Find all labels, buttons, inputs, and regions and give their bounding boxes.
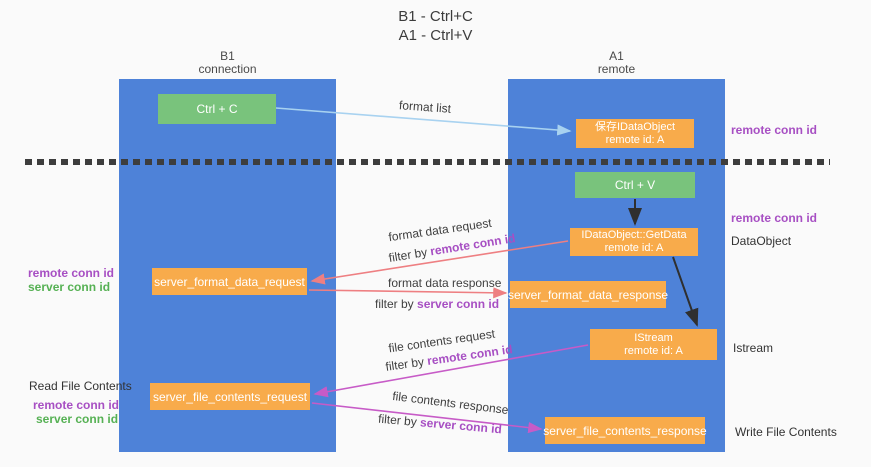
node-server-file-contents-request: server_file_contents_request: [150, 383, 310, 410]
diagram-title: B1 - Ctrl+C A1 - Ctrl+V: [0, 7, 871, 45]
node-ctrl-c-label: Ctrl + C: [196, 102, 238, 116]
node-ctrl-v: Ctrl + V: [575, 172, 695, 198]
node-ctrl-v-label: Ctrl + V: [614, 178, 656, 192]
node-server-format-data-request: server_format_data_request: [152, 268, 307, 295]
filter-by-text: filter by: [377, 411, 421, 430]
dashed-divider: [25, 159, 830, 165]
title-line-2: A1 - Ctrl+V: [398, 27, 473, 44]
label-format-response-filter: filter by server conn id: [375, 297, 499, 311]
label-file-remote-conn-id: remote conn id: [33, 398, 120, 412]
lane-a1-name: A1: [609, 49, 624, 63]
node-save-idataobject: 保存IDataObject remote id: A: [576, 119, 694, 148]
node-format-response-label: server_format_data_response: [507, 287, 669, 302]
node-ctrl-c: Ctrl + C: [158, 94, 276, 124]
label-istream: Istream: [733, 341, 774, 355]
filter-server-conn-id: server conn id: [419, 415, 503, 437]
filter-by-text: filter by: [384, 354, 429, 374]
node-server-file-contents-response: server_file_contents_response: [543, 417, 707, 444]
filter-by-text: filter by: [387, 244, 432, 265]
label-dataobject: DataObject: [731, 234, 792, 248]
label-format-server-conn-id: server conn id: [28, 280, 111, 294]
arrow-format-data-response: [308, 287, 508, 299]
label-file-response-filter: filter by server conn id: [378, 412, 503, 437]
lane-b1-role: connection: [198, 62, 257, 76]
node-server-format-data-response: server_format_data_response: [507, 281, 669, 308]
label-remote-conn-id-copy: remote conn id: [731, 123, 818, 137]
label-write-file-contents: Write File Contents: [735, 425, 837, 439]
label-format-data-response: format data response: [388, 276, 502, 290]
node-idataobject-getdata: IDataObject::GetData remote id: A: [570, 228, 698, 256]
node-file-request-label: server_file_contents_request: [152, 389, 308, 404]
label-file-server-conn-id: server conn id: [36, 412, 119, 426]
filter-by-text: filter by: [375, 297, 418, 311]
node-istream-line2: remote id: A: [624, 344, 683, 357]
lane-a1-role: remote: [597, 62, 636, 76]
lane-header-a1: A1 remote: [508, 50, 725, 76]
node-istream: IStream remote id: A: [590, 329, 717, 360]
label-read-file-contents: Read File Contents: [29, 379, 132, 393]
node-getdata-line1: IDataObject::GetData: [581, 229, 687, 241]
node-file-response-label: server_file_contents_response: [543, 423, 707, 438]
label-file-contents-response: file contents response: [391, 388, 510, 418]
lane-b1-name: B1: [220, 49, 235, 63]
label-remote-conn-id-paste: remote conn id: [731, 211, 818, 225]
node-save-line1: 保存IDataObject: [594, 120, 676, 133]
node-getdata-line2: remote id: A: [604, 242, 664, 254]
filter-server-conn-id: server conn id: [417, 297, 500, 311]
label-format-remote-conn-id: remote conn id: [28, 266, 115, 280]
node-istream-line1: IStream: [634, 331, 673, 344]
node-format-request-label: server_format_data_request: [154, 274, 305, 289]
lane-header-b1: B1 connection: [119, 50, 336, 76]
title-line-1: B1 - Ctrl+C: [398, 8, 473, 25]
node-save-line2: remote id: A: [605, 133, 665, 146]
label-format-list: format list: [398, 98, 452, 116]
